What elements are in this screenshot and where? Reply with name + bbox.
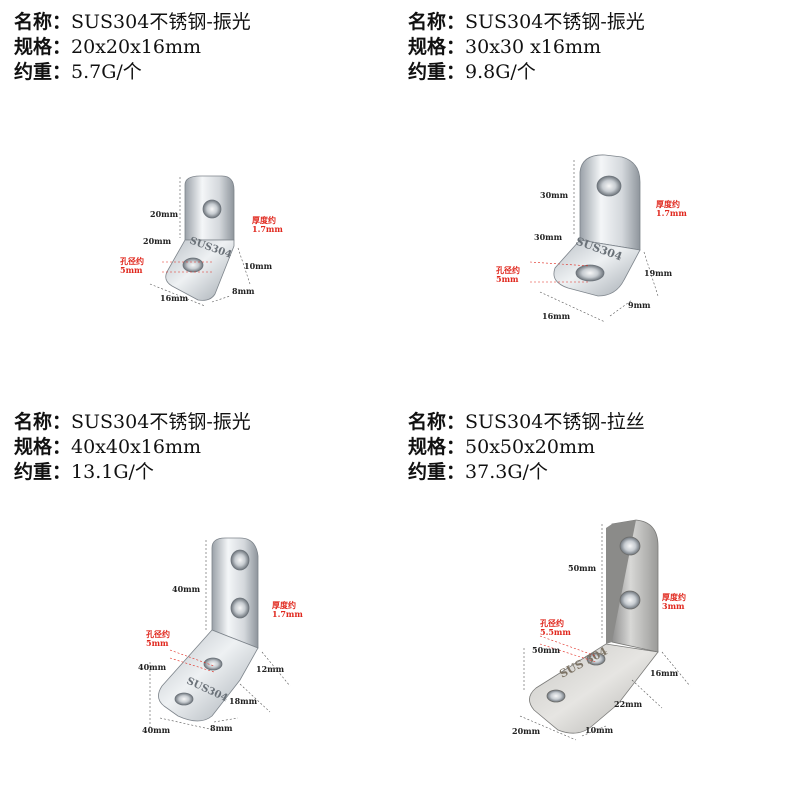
spec-label: 规格： (14, 36, 72, 58)
dim-vertical-leg: 40mm (172, 584, 201, 594)
dim-side: 10mm (244, 261, 273, 271)
product-name: SUS304不锈钢-振光 (71, 411, 251, 433)
spec-label: 规格： (14, 436, 72, 458)
dim-end: 10mm (585, 725, 614, 735)
dim-end: 8mm (232, 286, 255, 296)
weight-label: 约重： (408, 61, 466, 83)
product-panel-20mm: 名称：SUS304不锈钢-振光 规格：20x20x16mm 约重：5.7G/个 … (0, 0, 400, 400)
product-name: SUS304不锈钢-拉丝 (465, 411, 645, 433)
product-weight: 13.1G/个 (71, 461, 154, 483)
dim-mid: 18mm (229, 696, 258, 706)
weight-label: 约重： (408, 461, 466, 483)
dim-width: 20mm (512, 726, 541, 736)
weight-label: 约重： (14, 61, 72, 83)
dim-width: 16mm (160, 293, 189, 303)
product-weight: 37.3G/个 (465, 461, 548, 483)
spec-label: 规格： (408, 36, 466, 58)
bracket-illustration: SUS 304 (519, 519, 691, 741)
name-label: 名称： (14, 411, 72, 433)
product-spec: 30x30 x16mm (465, 36, 602, 58)
bracket-illustration: SUS304 (149, 175, 251, 307)
spec-block: 名称：SUS304不锈钢-振光 规格：20x20x16mm 约重：5.7G/个 (14, 10, 251, 85)
product-name: SUS304不锈钢-振光 (465, 11, 645, 33)
name-label: 名称： (408, 411, 466, 433)
dim-width: 40mm (142, 725, 171, 735)
spec-block: 名称：SUS304不锈钢-振光 规格：30x30 x16mm 约重：9.8G/个 (408, 10, 645, 85)
dim-vertical-leg: 50mm (568, 563, 597, 573)
product-spec: 50x50x20mm (465, 436, 596, 458)
spec-block: 名称：SUS304不锈钢-振光 规格：40x40x16mm 约重：13.1G/个 (14, 410, 251, 485)
product-panel-50mm: 名称：SUS304不锈钢-拉丝 规格：50x50x20mm 约重：37.3G/个… (400, 400, 800, 800)
dim-horizontal-leg: 20mm (143, 236, 172, 246)
spec-label: 规格： (408, 436, 466, 458)
bracket-illustration: SUS304 (529, 154, 659, 323)
weight-label: 约重： (14, 461, 72, 483)
bracket-illustration: SUS304 (149, 537, 291, 731)
product-name: SUS304不锈钢-振光 (71, 11, 251, 33)
dim-horizontal-leg: 40mm (138, 662, 167, 672)
dim-vertical-leg: 30mm (540, 190, 569, 200)
product-spec: 20x20x16mm (71, 36, 202, 58)
product-weight: 5.7G/个 (71, 61, 142, 83)
dim-horizontal-leg: 30mm (534, 232, 563, 242)
dim-side: 16mm (650, 668, 679, 678)
product-spec: 40x40x16mm (71, 436, 202, 458)
dim-end: 9mm (628, 300, 651, 310)
dim-mid: 22mm (614, 699, 643, 709)
name-label: 名称： (408, 11, 466, 33)
product-panel-30mm: 名称：SUS304不锈钢-振光 规格：30x30 x16mm 约重：9.8G/个… (400, 0, 800, 400)
name-label: 名称： (14, 11, 72, 33)
dim-side: 12mm (256, 664, 285, 674)
dim-horizontal-leg: 50mm (532, 645, 561, 655)
dim-side: 19mm (644, 268, 673, 278)
dim-width: 16mm (542, 311, 571, 321)
dim-end: 8mm (210, 723, 233, 733)
spec-block: 名称：SUS304不锈钢-拉丝 规格：50x50x20mm 约重：37.3G/个 (408, 410, 645, 485)
product-weight: 9.8G/个 (465, 61, 536, 83)
dim-vertical-leg: 20mm (150, 209, 179, 219)
product-panel-40mm: 名称：SUS304不锈钢-振光 规格：40x40x16mm 约重：13.1G/个… (0, 400, 400, 800)
